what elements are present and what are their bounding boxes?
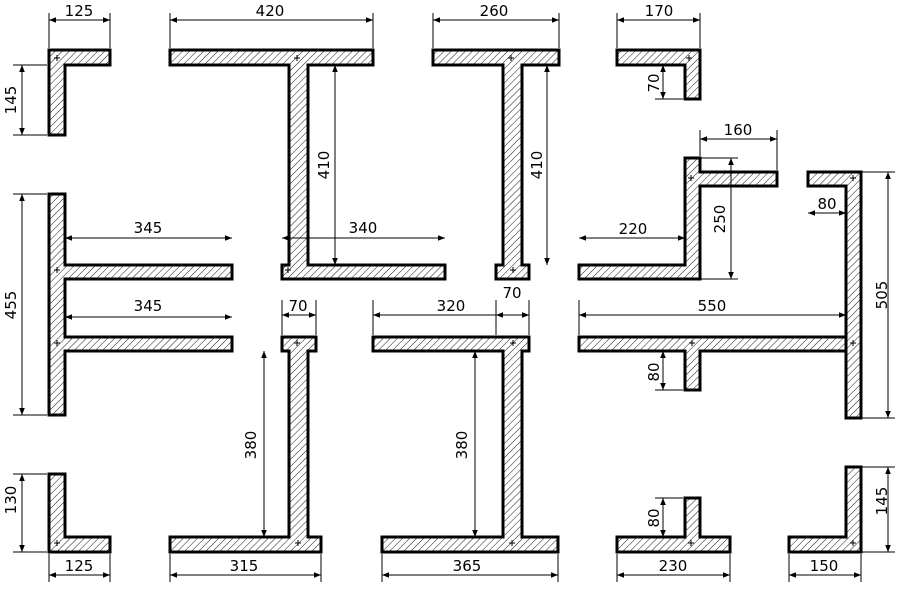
dim-label-250: 250: [711, 205, 729, 234]
dim-label-80-top: 80: [817, 195, 836, 213]
cross-marker: [295, 540, 301, 546]
cross-marker: [686, 55, 692, 61]
dim-label-345-upper: 345: [134, 219, 163, 237]
dim-label-145-right: 145: [873, 487, 891, 516]
dim-label-315: 315: [230, 557, 259, 575]
tee-section-230: [615, 496, 732, 554]
cross-marker: [294, 55, 300, 61]
tee-section-260: [431, 48, 561, 281]
dim-label-380-a: 380: [242, 431, 260, 460]
cross-marker: [54, 55, 60, 61]
dim-label-550: 550: [698, 297, 727, 315]
dim-label-125-bot: 125: [65, 557, 94, 575]
dim-label-160: 160: [724, 121, 753, 139]
dim-label-380-b: 380: [453, 431, 471, 460]
cross-marker: [54, 540, 60, 546]
dim-label-260: 260: [480, 2, 509, 20]
cross-marker: [285, 267, 291, 273]
cross-marker: [54, 340, 60, 346]
cross-marker: [510, 340, 516, 346]
dim-label-420: 420: [256, 2, 285, 20]
dim-label-130: 130: [2, 486, 20, 515]
dim-label-70-b: 70: [502, 284, 521, 302]
dimension-lines: [19, 17, 891, 578]
cross-marker: [689, 340, 695, 346]
cross-marker: [850, 175, 856, 181]
dimension-labels: 125 420 260 170 145 70 410 410 160 345 3…: [2, 2, 891, 575]
center-markers: [54, 55, 856, 546]
tee-section-420: [168, 48, 447, 281]
dim-label-345-lower: 345: [134, 297, 163, 315]
angled-channel-section: [577, 156, 779, 281]
cross-marker: [688, 175, 694, 181]
tee-bar-section-550: [577, 335, 848, 392]
dim-label-220: 220: [619, 220, 648, 238]
dim-label-170: 170: [645, 2, 674, 20]
cross-marker: [54, 267, 60, 273]
double-tee-section-455: [47, 192, 234, 417]
dim-label-410-a: 410: [315, 151, 333, 180]
dim-label-80-mid: 80: [645, 362, 663, 381]
dim-label-340: 340: [349, 219, 378, 237]
dim-label-455: 455: [2, 291, 20, 320]
dim-label-145-left: 145: [2, 86, 20, 115]
cross-marker: [688, 540, 694, 546]
dim-label-70-a: 70: [288, 297, 307, 315]
cross-marker: [850, 540, 856, 546]
sections: [47, 48, 863, 554]
cross-marker: [294, 340, 300, 346]
angle-section-top-left: [47, 48, 112, 137]
dim-label-80-bot: 80: [645, 508, 663, 527]
cross-marker: [850, 340, 856, 346]
dim-label-410-b: 410: [528, 151, 546, 180]
dim-label-230: 230: [659, 557, 688, 575]
cross-marker: [508, 55, 514, 61]
dim-label-70-small: 70: [645, 73, 663, 92]
dim-label-365: 365: [453, 557, 482, 575]
angle-section-bottom-right: [787, 465, 863, 554]
angle-section-bottom-left: [47, 472, 112, 554]
cross-marker: [509, 540, 515, 546]
dim-label-505: 505: [873, 281, 891, 310]
cross-marker: [510, 267, 516, 273]
dim-label-150: 150: [810, 557, 839, 575]
channel-section-365: [371, 335, 560, 554]
dim-label-125-top: 125: [65, 2, 94, 20]
extension-lines: [13, 13, 895, 582]
dim-label-320: 320: [437, 297, 466, 315]
channel-section-315: [168, 335, 323, 554]
angle-section-top-right: [615, 48, 702, 101]
